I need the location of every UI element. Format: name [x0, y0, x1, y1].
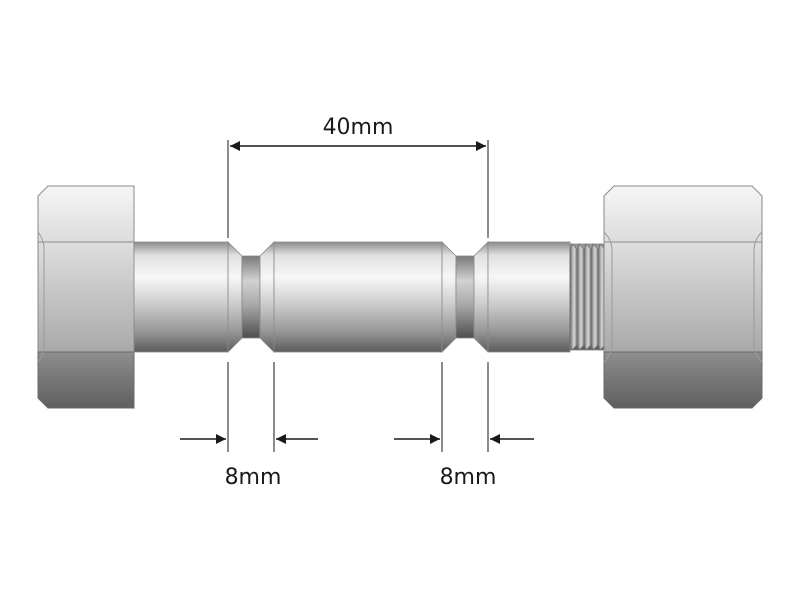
spacing-label: 40mm — [323, 115, 394, 140]
groove-left-label: 8mm — [225, 465, 282, 490]
nut — [603, 185, 763, 409]
groove-right-label: 8mm — [440, 465, 497, 490]
groove-left — [227, 241, 275, 353]
threaded-section — [569, 243, 607, 351]
shaft-segment-middle — [273, 241, 443, 353]
dimension-groove-left: 8mm — [180, 362, 318, 490]
shaft-segment-right — [487, 241, 571, 353]
bolt-head — [37, 185, 135, 409]
dimension-spacing: 40mm — [227, 115, 489, 238]
groove-right — [441, 241, 489, 353]
shaft-segment-left — [133, 241, 229, 353]
dimension-groove-right: 8mm — [394, 362, 534, 490]
